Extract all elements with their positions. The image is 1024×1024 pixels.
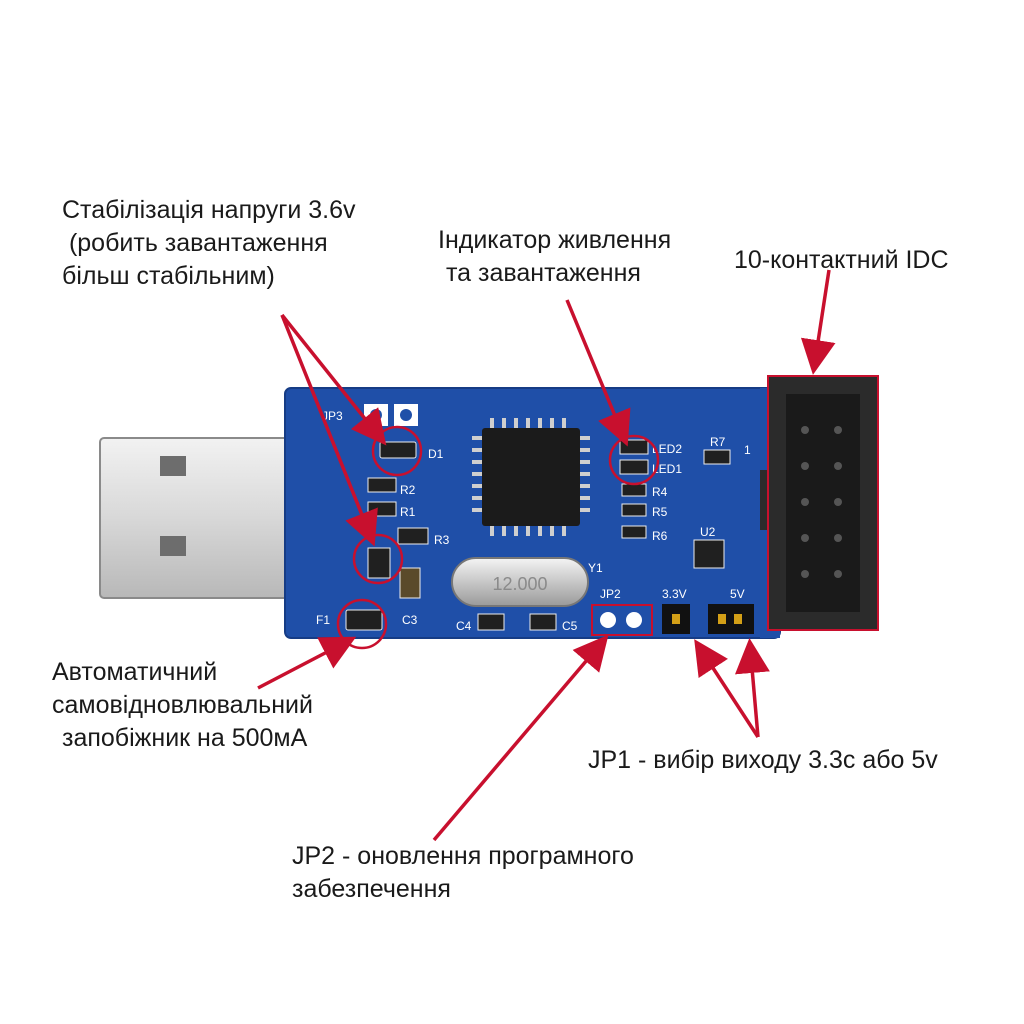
annotation-voltage-regulator: Стабілізація напруги 3.6v (робить завант… [62, 194, 356, 293]
label-r4: R4 [652, 485, 668, 499]
label-d1: D1 [428, 447, 444, 461]
annotation-fuse: Автоматичний самовідновлювальний запобіж… [52, 656, 313, 755]
annotation-line: 10-контактний IDC [734, 246, 949, 274]
annotation-line: Автоматичний [52, 658, 218, 686]
label-led2: LED2 [652, 442, 682, 456]
annotation-jp1: JP1 - вибір виходу 3.3с або 5v [588, 744, 938, 777]
label-f1: F1 [316, 613, 330, 627]
crystal-oscillator: 12.000 [451, 557, 589, 607]
label-jp3: JP3 [322, 409, 343, 423]
label-r5: R5 [652, 505, 668, 519]
label-pin1: 1 [744, 443, 751, 457]
annotation-idc-connector: 10-контактний IDC [734, 244, 949, 277]
label-jp2: JP2 [600, 587, 621, 601]
annotation-jp2: JP2 - оновлення програмного забезпечення [292, 840, 634, 906]
annotation-line: самовідновлювальний [52, 691, 313, 719]
label-3v3: 3.3V [662, 587, 687, 601]
annotation-line: Індикатор живлення [438, 226, 672, 254]
label-r2: R2 [400, 483, 416, 497]
label-r7: R7 [710, 435, 726, 449]
annotation-arrows [257, 269, 836, 842]
idc-connector [760, 375, 879, 631]
annotation-line: Стабілізація напруги 3.6v [62, 196, 356, 224]
annotation-line: більш стабільним) [62, 262, 275, 290]
annotation-line: запобіжник на 500мА [62, 724, 308, 752]
annotation-line: забезпечення [292, 875, 451, 903]
label-5v: 5V [730, 587, 745, 601]
annotation-line: JP2 - оновлення програмного [292, 842, 634, 870]
label-r6: R6 [652, 529, 668, 543]
label-c5: C5 [562, 619, 578, 633]
label-c3: C3 [402, 613, 418, 627]
annotation-line: JP1 - вибір виходу 3.3с або 5v [588, 746, 938, 774]
silkscreen: JP3 D1 R2 R1 R3 F1 C3 C4 C5 JP2 Y1 LED2 … [316, 409, 751, 633]
label-c4: C4 [456, 619, 472, 633]
annotation-power-indicator: Індикатор живлення та завантаження [438, 224, 671, 290]
label-r1: R1 [400, 505, 416, 519]
annotation-line: та завантаження [446, 259, 641, 287]
label-led1: LED1 [652, 462, 682, 476]
crystal-label: 12.000 [492, 574, 547, 594]
label-r3: R3 [434, 533, 450, 547]
mcu-chip [472, 418, 590, 536]
annotation-line: (робить завантаження [62, 229, 328, 257]
annotation-circles [336, 425, 660, 650]
label-u2: U2 [700, 525, 716, 539]
label-y1: Y1 [588, 561, 603, 575]
